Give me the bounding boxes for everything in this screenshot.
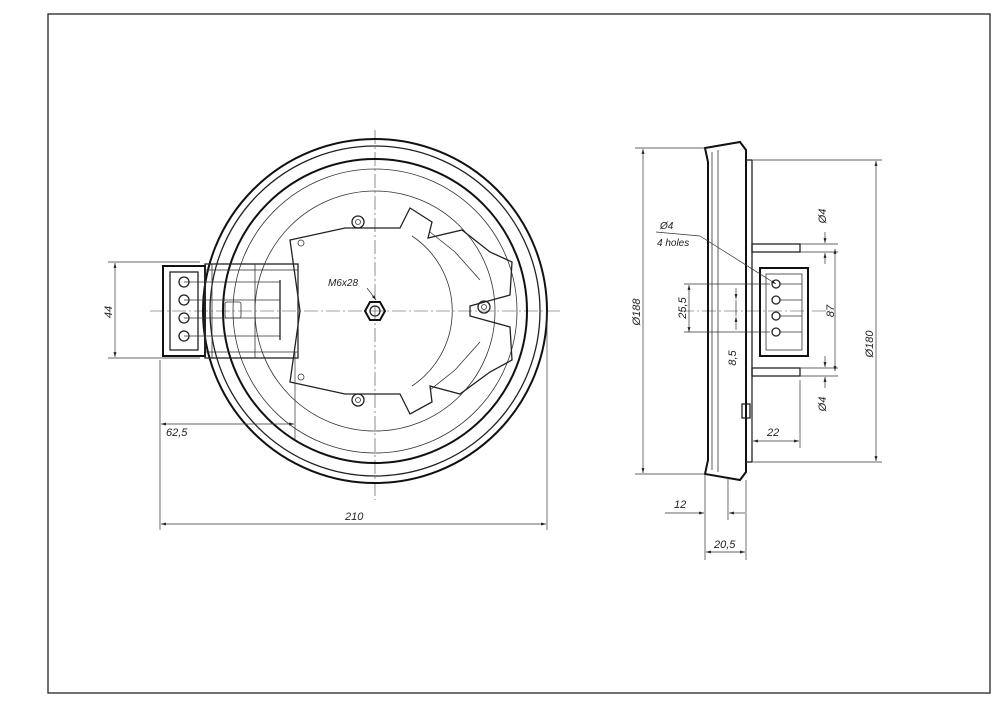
side-terminal: [759, 267, 809, 357]
bracket-bottom: [751, 367, 801, 377]
dim-188-label: Ø188: [631, 298, 643, 327]
front-view: M6x28 44 62,5: [103, 130, 560, 530]
bottom-tab: [741, 403, 751, 419]
spider-plate: [289, 207, 513, 415]
holes-leader: [655, 231, 701, 237]
rim-inner-edge: [209, 145, 541, 477]
center-stud: [369, 305, 381, 317]
spider-slot-bottom: [429, 341, 481, 391]
holes-diameter: Ø4: [659, 221, 674, 232]
terminal-block: [162, 263, 299, 359]
dim-12-label: 12: [674, 499, 686, 511]
dim-22-label: 22: [766, 427, 779, 439]
mount-hole-right-inner: [481, 304, 487, 310]
center-nut: [363, 301, 387, 321]
dim-180-label: Ø180: [864, 330, 876, 359]
dim-44-label: 44: [103, 306, 115, 318]
small-hole-1: [297, 239, 305, 247]
mount-hole-top-inner: [355, 219, 361, 225]
dim-62-label: 62,5: [166, 427, 188, 439]
dim-25-label: 25,5: [677, 296, 689, 319]
holes-note: 4 holes: [657, 238, 689, 249]
thread-leader: [366, 287, 377, 301]
bracket-top: [751, 243, 801, 253]
mount-hole-bottom-inner: [355, 397, 361, 403]
plate-step: [232, 168, 518, 454]
thread-label: M6x28: [328, 278, 358, 289]
dim-20-label: 20,5: [713, 539, 736, 551]
spider-slot-top: [429, 231, 481, 281]
drawing-frame: [47, 13, 991, 694]
mount-hole-right: [477, 300, 491, 314]
mount-hole-bottom: [351, 393, 365, 407]
rim-profile: [703, 140, 747, 482]
side-view: Ø4 4 holes Ø188 25,5 8,5 Ø4 Ø4 87: [631, 140, 882, 560]
dim-bot4-label: Ø4: [817, 397, 829, 413]
spider-inner-arc: [411, 235, 453, 387]
mount-hole-top: [351, 215, 365, 229]
dim-210-label: 210: [344, 511, 364, 523]
dim-87-label: 87: [825, 304, 837, 317]
small-hole-2: [297, 373, 305, 381]
dim-top4-label: Ø4: [817, 209, 829, 225]
dim-8-label: 8,5: [727, 349, 739, 365]
heating-plate-edge: [222, 158, 528, 464]
holes-leader-2: [699, 235, 777, 285]
